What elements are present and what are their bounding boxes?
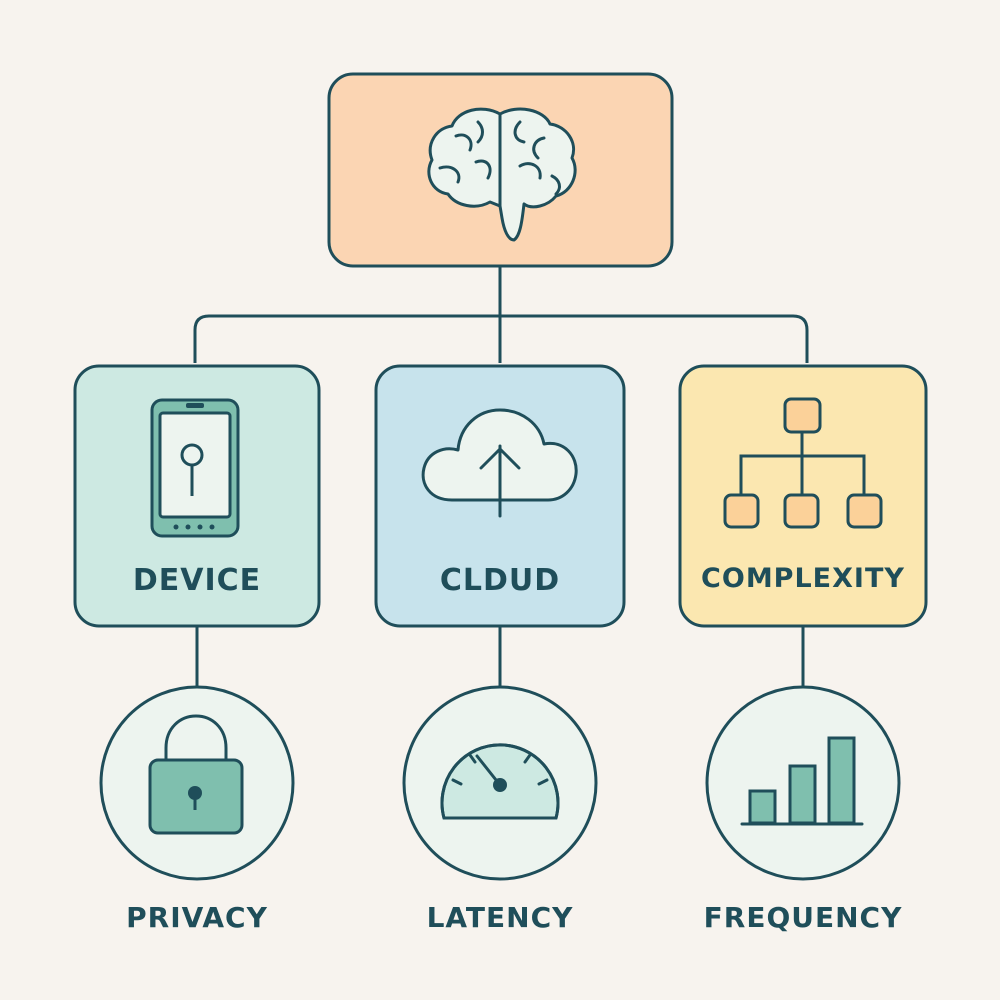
padlock-icon <box>148 714 244 835</box>
speedometer-icon <box>440 743 560 820</box>
branch-connector <box>193 314 809 363</box>
device-label: DEVICE <box>132 563 262 598</box>
smartphone-icon <box>150 398 240 538</box>
privacy-label: PRIVACY <box>126 901 268 934</box>
brain-icon <box>427 107 577 242</box>
connectors <box>193 266 809 687</box>
cloud-upload-icon <box>421 408 578 518</box>
latency-label: LATENCY <box>426 901 574 934</box>
cloud-label: CLDUD <box>439 563 561 598</box>
bar-chart-icon <box>740 736 864 826</box>
complexity-label: COMPLEXITY <box>701 563 905 594</box>
frequency-label: FREQUENCY <box>703 901 903 934</box>
root-node <box>327 72 674 268</box>
hierarchy-icon <box>723 397 883 529</box>
